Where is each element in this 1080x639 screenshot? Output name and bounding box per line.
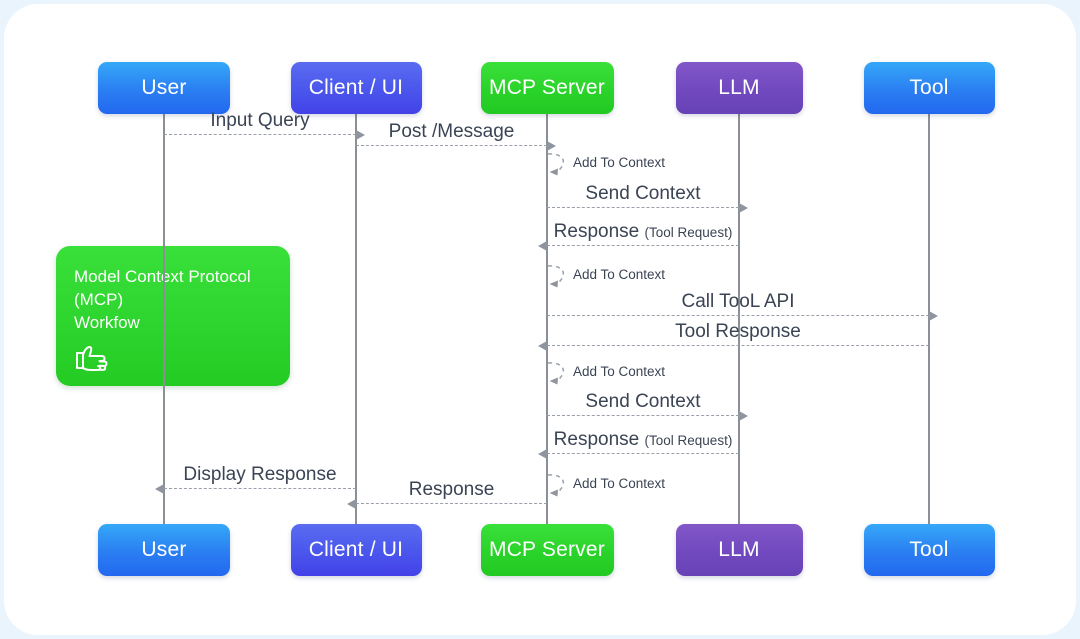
message-label: Call TooL API xyxy=(681,291,795,313)
message-label: Add To Context xyxy=(573,364,666,379)
message-m8[interactable]: Response (Tool Request) xyxy=(538,429,739,459)
actor-label: LLM xyxy=(718,76,760,99)
pointing-hand-icon xyxy=(74,345,118,375)
arrowhead-left-icon xyxy=(347,499,356,509)
actor-mcp-bottom[interactable]: MCP Server xyxy=(480,524,614,576)
message-m7[interactable]: Send Context xyxy=(547,391,748,421)
message-label: Response (Tool Request) xyxy=(553,429,733,451)
arrowhead-right-icon xyxy=(739,203,748,213)
actor-llm-top[interactable]: LLM xyxy=(675,62,803,114)
message-label: Add To Context xyxy=(573,155,666,170)
message-label: Send Context xyxy=(585,391,701,413)
message-label: Add To Context xyxy=(573,267,666,282)
actor-user-top[interactable]: User xyxy=(98,62,230,114)
arrowhead-left-icon xyxy=(155,484,164,494)
actor-client-top[interactable]: Client / UI xyxy=(290,62,422,114)
actor-label: User xyxy=(141,76,187,99)
message-label: Response xyxy=(408,479,495,501)
arrowhead-right-icon xyxy=(547,141,556,151)
message-label-main: Response xyxy=(553,429,640,451)
actor-label: User xyxy=(141,538,187,561)
message-label: Post /Message xyxy=(388,121,515,143)
message-label-sub: (Tool Request) xyxy=(644,433,733,449)
self-message-s3[interactable]: Add To Context xyxy=(547,361,665,395)
message-label: Tool Response xyxy=(675,321,801,343)
self-message-s4[interactable]: Add To Context xyxy=(547,473,665,507)
arrowhead-left-icon xyxy=(538,241,547,251)
actor-label: MCP Server xyxy=(489,538,605,561)
lifeline-llm xyxy=(738,114,740,524)
message-m1[interactable]: Input Query xyxy=(164,110,365,140)
arrowhead-left-icon xyxy=(538,341,547,351)
message-m6[interactable]: Tool Response xyxy=(538,321,929,351)
note-text: Model Context Protocol (MCP) Workfow xyxy=(74,267,251,332)
message-label-sub: (Tool Request) xyxy=(644,225,733,241)
lifeline-client xyxy=(355,114,357,524)
message-label: Display Response xyxy=(183,464,337,486)
message-m4[interactable]: Response (Tool Request) xyxy=(538,221,739,251)
arrowhead-left-icon xyxy=(538,449,547,459)
actor-client-bottom[interactable]: Client / UI xyxy=(290,524,422,576)
message-m9[interactable]: Response xyxy=(347,479,547,509)
lifeline-mcp xyxy=(546,114,548,524)
actor-label: Tool xyxy=(909,76,949,99)
arrowhead-right-icon xyxy=(739,411,748,421)
message-label: Response (Tool Request) xyxy=(553,221,733,243)
arrowhead-right-icon xyxy=(929,311,938,321)
arrowhead-right-icon xyxy=(356,130,365,140)
actor-label: LLM xyxy=(718,538,760,561)
actor-label: MCP Server xyxy=(489,76,605,99)
lifeline-user xyxy=(163,114,165,524)
message-label: Add To Context xyxy=(573,476,666,491)
actor-tool-bottom[interactable]: Tool xyxy=(863,524,995,576)
actor-label: Client / UI xyxy=(308,538,404,561)
message-m3[interactable]: Send Context xyxy=(547,183,748,213)
actor-user-bottom[interactable]: User xyxy=(98,524,230,576)
actor-mcp-top[interactable]: MCP Server xyxy=(480,62,614,114)
message-label-main: Response xyxy=(553,221,640,243)
note-mcp-workflow: Model Context Protocol (MCP) Workfow xyxy=(56,246,290,386)
self-message-s1[interactable]: Add To Context xyxy=(547,152,665,186)
actor-label: Client / UI xyxy=(308,76,404,99)
message-m10[interactable]: Display Response xyxy=(155,464,356,494)
self-message-s2[interactable]: Add To Context xyxy=(547,264,665,298)
actor-tool-top[interactable]: Tool xyxy=(863,62,995,114)
message-label: Input Query xyxy=(210,110,310,132)
actor-llm-bottom[interactable]: LLM xyxy=(675,524,803,576)
message-m5[interactable]: Call TooL API xyxy=(547,291,938,321)
message-m2[interactable]: Post /Message xyxy=(356,121,556,151)
actor-label: Tool xyxy=(909,538,949,561)
message-label: Send Context xyxy=(585,183,701,205)
